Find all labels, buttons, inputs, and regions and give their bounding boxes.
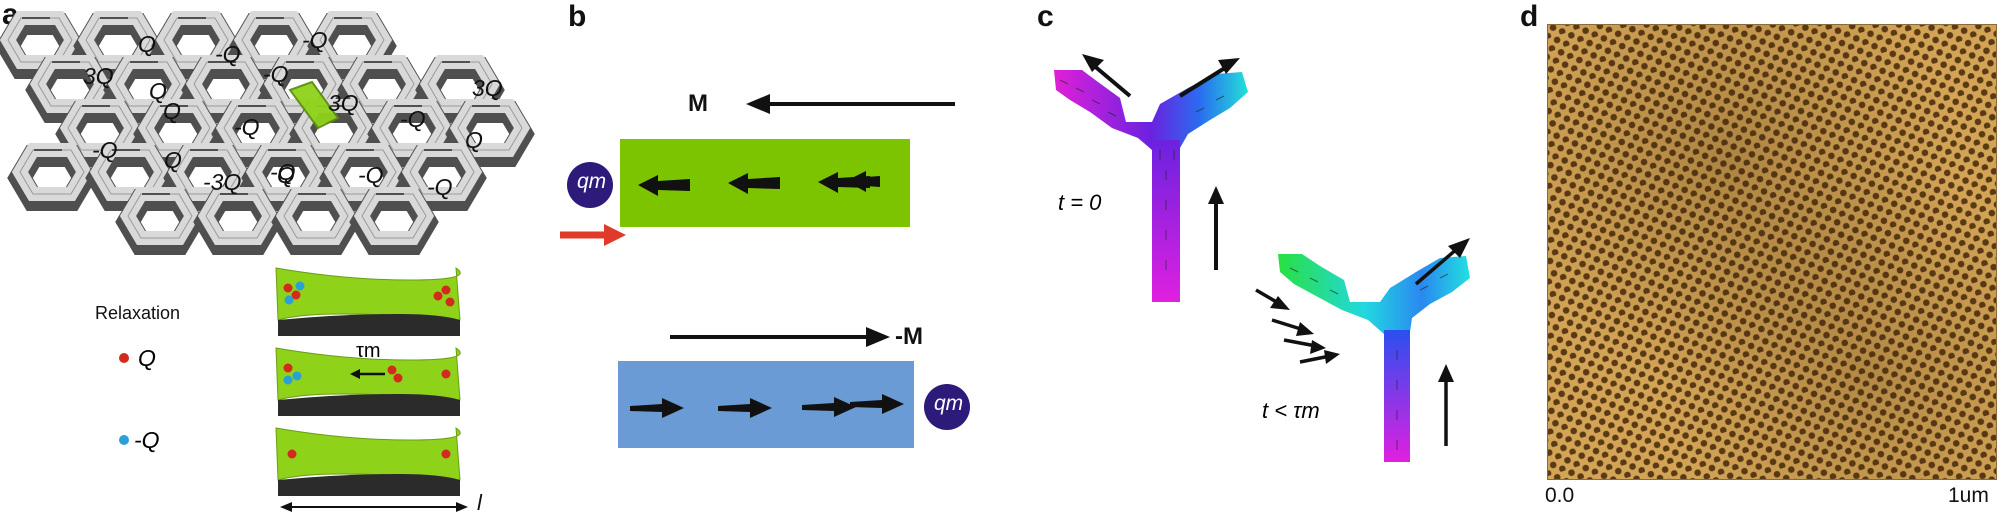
lattice-charge: Q	[164, 147, 182, 173]
lattice-charge: -Q	[234, 114, 260, 140]
lattice-charge: -Q	[358, 162, 384, 188]
lattice-charge: -Q	[263, 61, 289, 87]
lattice-charge: -3Q	[203, 169, 241, 195]
length-arrow	[280, 502, 468, 512]
legend-label-neg-q: -Q	[134, 427, 160, 453]
arrows-t0	[1082, 54, 1240, 270]
arrows-t1	[1255, 238, 1470, 446]
hex-cell	[206, 194, 270, 244]
magnetization-arrow-bottom	[670, 327, 890, 347]
lattice-charge: Q	[277, 162, 295, 188]
legend-label-q: Q	[138, 345, 156, 371]
relaxation-bars: τm	[275, 267, 468, 512]
lattice-charge: -Q	[270, 159, 296, 185]
charge-circle-top	[567, 162, 613, 208]
charge-label-top: qm	[577, 170, 607, 193]
blue-bar-spins	[630, 394, 904, 418]
panel-c: c	[1020, 0, 1540, 516]
t1-label: t < τm	[1262, 398, 1320, 423]
panel-label-c: c	[1037, 0, 1054, 33]
lattice-charge: -Q	[92, 137, 118, 163]
lattice-charge: -Q	[215, 41, 241, 67]
length-label: l	[477, 490, 482, 515]
panel-a: a Q -Q -Q 3Q Q -Q -Q 3Q 3Q Q -Q Q -Q Q	[0, 0, 540, 516]
panel-d: d	[1520, 0, 2003, 516]
charge-circle-bottom	[924, 384, 970, 430]
panel-b: b M qm -M	[540, 0, 1020, 516]
afm-texture	[1548, 25, 1996, 479]
charge-label-bottom: qm	[934, 392, 964, 415]
relax-bar-3	[275, 427, 461, 496]
honeycomb-lattice: Q -Q -Q 3Q Q -Q -Q 3Q 3Q Q -Q Q -Q Q Q -…	[0, 0, 540, 260]
tau-label: τm	[356, 340, 381, 362]
lattice-charge: Q	[465, 127, 483, 153]
lattice-charge: Q	[149, 78, 167, 104]
panel-label-b: b	[568, 0, 587, 33]
lattice-charge: Q	[138, 31, 156, 57]
hex-grid	[8, 18, 522, 244]
negative-charge-dot	[119, 435, 129, 445]
relaxation-legend: Q -Q	[119, 345, 160, 453]
vertex-t1	[1278, 254, 1470, 462]
lattice-charge-labels: Q -Q -Q 3Q Q -Q -Q 3Q 3Q Q -Q Q -Q Q Q -…	[83, 27, 503, 200]
positive-charge-dot	[119, 353, 129, 363]
red-arrow	[560, 224, 626, 246]
magnetization-label-top: M	[688, 90, 708, 117]
magnetization-label-bottom: -M	[895, 323, 923, 350]
lattice-charge: -Q	[400, 106, 426, 132]
lattice-charge: 3Q	[83, 63, 114, 89]
lattice-charge: Q	[163, 98, 181, 124]
afm-image	[1547, 24, 1997, 480]
vertex-t0	[1054, 70, 1248, 302]
magnetization-arrow-top	[746, 94, 955, 114]
hex-cell	[284, 194, 348, 244]
afm-axis-start: 0.0	[1545, 484, 1575, 507]
t0-label: t = 0	[1058, 190, 1102, 215]
lattice-charge: 3Q	[328, 90, 359, 116]
lattice-charge: -Q	[427, 174, 453, 200]
panel-label-d: d	[1520, 0, 1539, 33]
vertex-simulations: t = 0 t < τm	[1054, 54, 1470, 462]
relax-bar-1	[275, 267, 461, 336]
green-bar-spins	[638, 171, 880, 196]
hex-cell	[128, 194, 192, 244]
lattice-charge: 3Q	[472, 75, 503, 101]
lattice-charge: -Q	[302, 27, 328, 53]
hex-cell	[362, 194, 426, 244]
relax-bar-2	[275, 347, 461, 416]
afm-axis-end: 1um	[1948, 484, 1989, 507]
highlighted-bar	[288, 80, 340, 130]
hex-cell	[20, 150, 84, 200]
relaxation-title: Relaxation	[95, 303, 181, 323]
